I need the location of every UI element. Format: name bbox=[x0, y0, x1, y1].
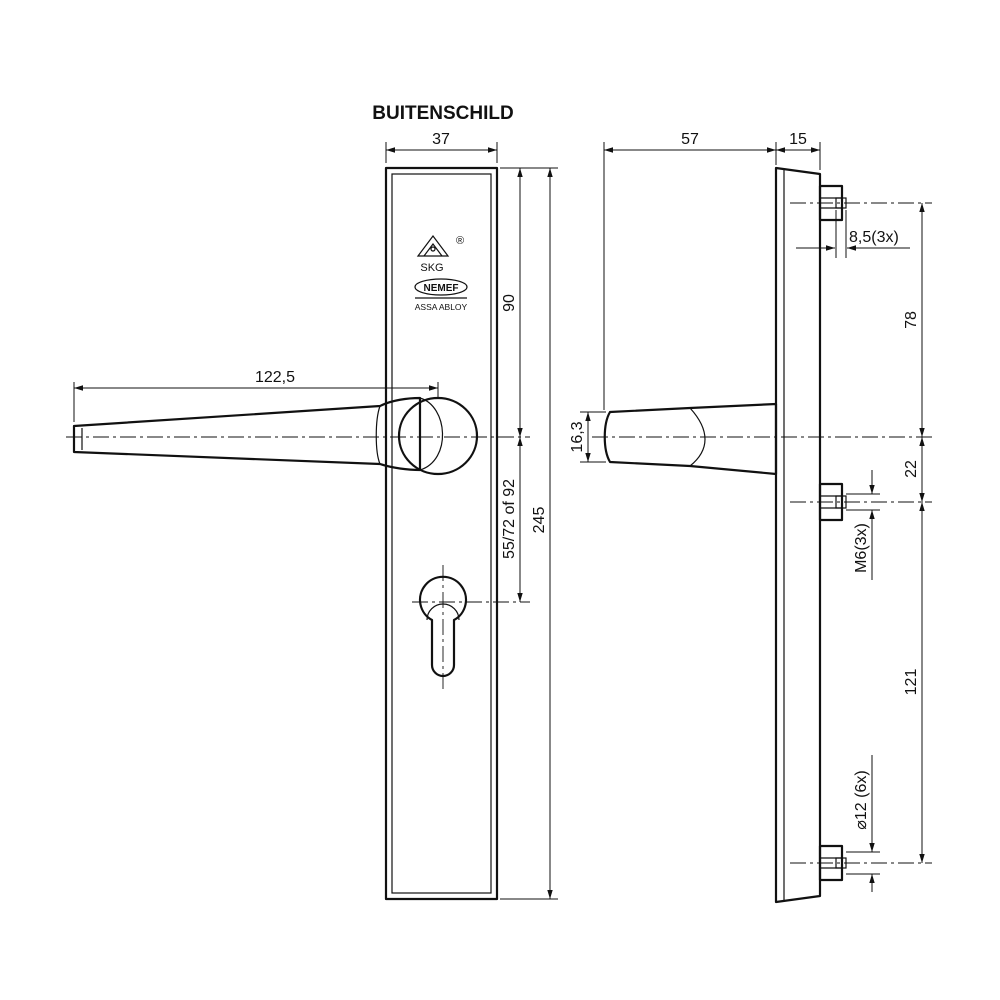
dim-stud-diameter-top: 8,5(3x) bbox=[849, 229, 899, 246]
nemef-oval bbox=[414, 278, 468, 296]
front-plate bbox=[384, 166, 499, 901]
dim-handle-projection: 57 bbox=[681, 131, 699, 148]
side-handle bbox=[603, 402, 778, 476]
front-view: ® SKG NEMEF ASSA ABLOY 37 bbox=[66, 131, 558, 901]
dim-thread: M6(3x) bbox=[853, 523, 870, 573]
dim-stud-diameter: ⌀12 (6x) bbox=[853, 770, 870, 829]
dim-handle-length: 122,5 bbox=[255, 369, 295, 386]
assa-abloy-label: ASSA ABLOY bbox=[415, 302, 468, 312]
nemef-label: NEMEF bbox=[424, 283, 459, 294]
drawing-title: BUITENSCHILD bbox=[372, 103, 513, 124]
registered-mark: ® bbox=[456, 235, 464, 247]
dim-plate-height: 245 bbox=[531, 507, 548, 534]
dim-handle-to-top: 90 bbox=[501, 294, 518, 312]
dim-plate-thickness: 15 bbox=[789, 131, 807, 148]
dim-handle-height: 16,3 bbox=[569, 421, 586, 452]
side-view: 57 15 16,3 8,5(3x) 78 22 M6(3x) 121 bbox=[569, 131, 932, 904]
dim-top-to-handle: 78 bbox=[903, 311, 920, 329]
side-plate bbox=[774, 166, 822, 904]
dim-stud-spacing: 121 bbox=[903, 669, 920, 696]
dim-plate-width: 37 bbox=[432, 131, 450, 148]
manufacturer-logo: ® SKG NEMEF ASSA ABLOY bbox=[414, 235, 468, 312]
front-plate-inner-edge bbox=[391, 173, 492, 894]
skg-keys-icon bbox=[416, 235, 450, 257]
front-handle bbox=[72, 396, 479, 476]
handle-rose bbox=[397, 396, 479, 476]
skg-label: SKG bbox=[420, 262, 443, 274]
dim-handle-to-stud: 22 bbox=[903, 460, 920, 478]
dim-spindle-to-cylinder: 55/72 of 92 bbox=[501, 479, 518, 559]
